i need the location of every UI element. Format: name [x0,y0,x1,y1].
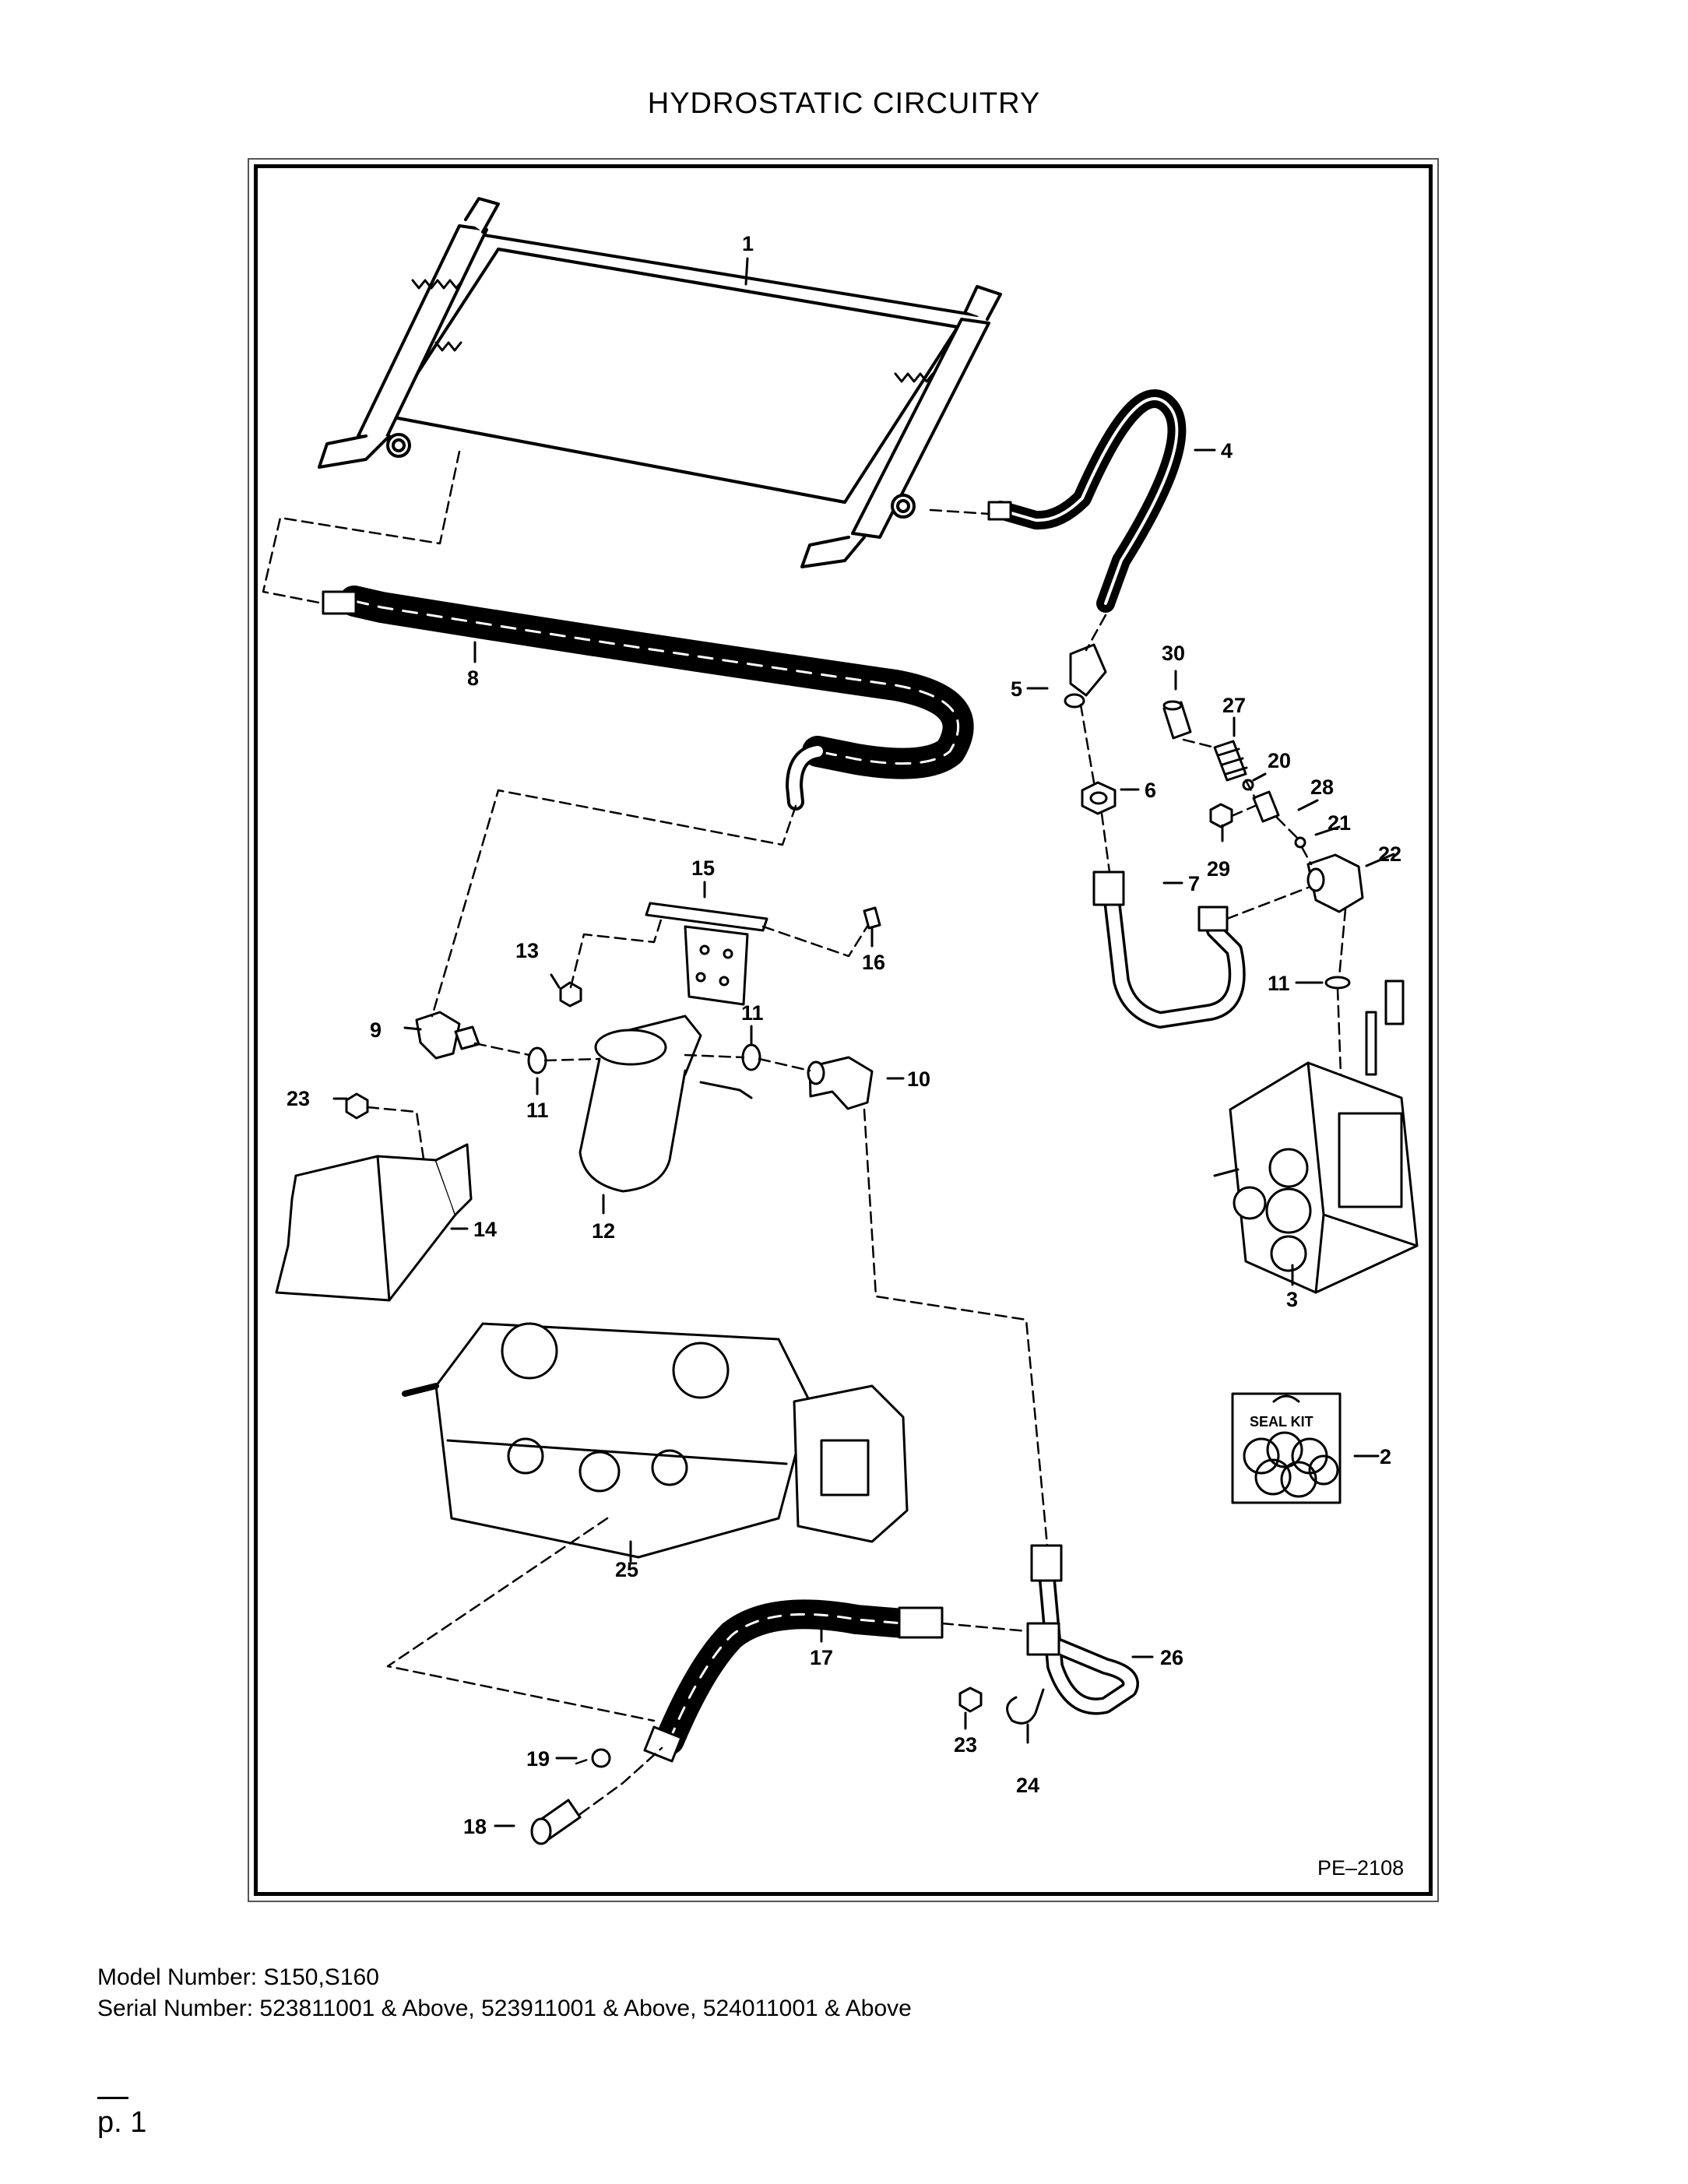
callout-22: 22 [1378,842,1401,866]
oil-cooler [318,197,1002,568]
callout-30: 30 [1162,642,1185,665]
page-number: p. 1 [97,2106,147,2139]
callout-25: 25 [615,1558,638,1581]
callout-labels: 1 2 3 4 5 6 7 8 9 10 11 11 11 12 13 14 1… [287,232,1404,1880]
callout-9: 9 [370,1018,382,1042]
bolt-16 [863,906,881,930]
bolt-23b [958,1686,983,1713]
oring-11a [527,1046,547,1074]
leader-lines [332,257,1395,1827]
elbow-9 [415,1011,480,1060]
callout-24: 24 [1016,1774,1039,1797]
callout-17: 17 [810,1646,833,1669]
callout-4: 4 [1221,439,1233,462]
elbow-10 [807,1056,874,1110]
callout-14: 14 [473,1218,497,1241]
callout-11a: 11 [526,1099,549,1122]
fitting-28 [1252,790,1280,823]
model-number: Model Number: S150,S160 [97,1964,379,1990]
callout-11b: 11 [741,1001,764,1025]
callout-16: 16 [862,951,885,974]
hose-17 [643,1599,944,1763]
callout-28: 28 [1310,775,1334,799]
callout-11c: 11 [1268,972,1290,995]
page-title: HYDROSTATIC CIRCUITRY [647,87,1041,120]
callout-20: 20 [1268,749,1291,772]
bolt-13 [559,981,582,1008]
shield-14 [275,1143,473,1302]
cap-30 [1162,700,1192,740]
callout-26: 26 [1160,1646,1183,1669]
tube-7 [1092,870,1246,1029]
oring-11c [1324,976,1351,990]
elbow-22 [1306,853,1364,913]
clamp-24 [1006,1688,1045,1725]
cap-29 [1209,803,1233,828]
callout-5: 5 [1011,677,1022,701]
control-valve-3 [1213,979,1419,1294]
oring-19 [591,1748,611,1768]
callout-27: 27 [1222,694,1246,717]
tube-26 [1026,1544,1139,1715]
connection-lines [262,450,1347,1816]
hose-4 [987,389,1187,613]
callout-8: 8 [467,666,479,690]
bolt-23a [345,1092,369,1120]
callout-12: 12 [592,1219,615,1243]
callout-29: 29 [1207,857,1230,881]
callout-23a: 23 [287,1087,310,1110]
filter-12 [578,1015,753,1193]
fitting-27 [1213,740,1248,782]
callout-19: 19 [526,1747,550,1771]
callout-13: 13 [515,939,539,962]
hose-8 [322,586,974,811]
seal-kit-2 [1231,1392,1342,1504]
callout-1: 1 [742,232,754,255]
fitting-5 [1064,643,1107,709]
callout-2: 2 [1380,1445,1391,1468]
callout-23b: 23 [954,1733,977,1757]
callout-3: 3 [1286,1288,1298,1311]
callout-6: 6 [1145,779,1156,802]
diagram-frame [248,158,1439,1902]
oring-21 [1294,836,1306,849]
bracket-15 [645,902,768,1006]
callout-15: 15 [691,856,715,880]
drawing-id: PE–2108 [1317,1856,1404,1880]
callout-21: 21 [1328,811,1351,835]
page-rule [97,2097,128,2099]
callout-18: 18 [463,1815,487,1838]
oring-11b [741,1043,761,1071]
fitting-18 [530,1799,582,1845]
hydrostatic-pump-25 [402,1322,909,1559]
seal-kit-label: SEAL KIT [1250,1414,1313,1430]
callout-7: 7 [1188,872,1200,895]
serial-number: Serial Number: 523811001 & Above, 523911… [97,1996,912,2021]
callout-10: 10 [907,1067,930,1091]
nut-6 [1081,781,1117,815]
